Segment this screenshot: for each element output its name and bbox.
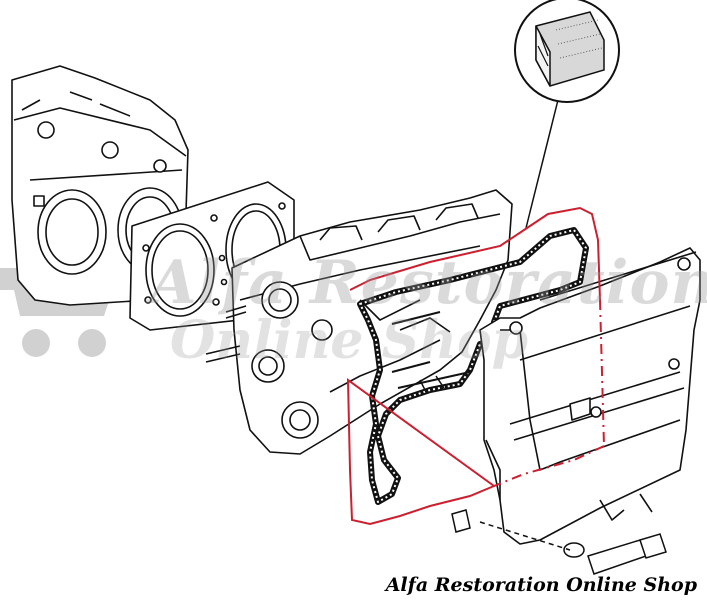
detail-leader-line	[525, 91, 561, 229]
cam-cover-gasket	[357, 227, 589, 505]
gasket-section-detail-icon	[514, 0, 620, 103]
cam-cover	[479, 247, 701, 545]
footer-caption: Alfa Restoration Online Shop	[385, 574, 697, 596]
gasket-highlight-outline	[346, 206, 605, 526]
cover-fasteners	[451, 509, 667, 575]
